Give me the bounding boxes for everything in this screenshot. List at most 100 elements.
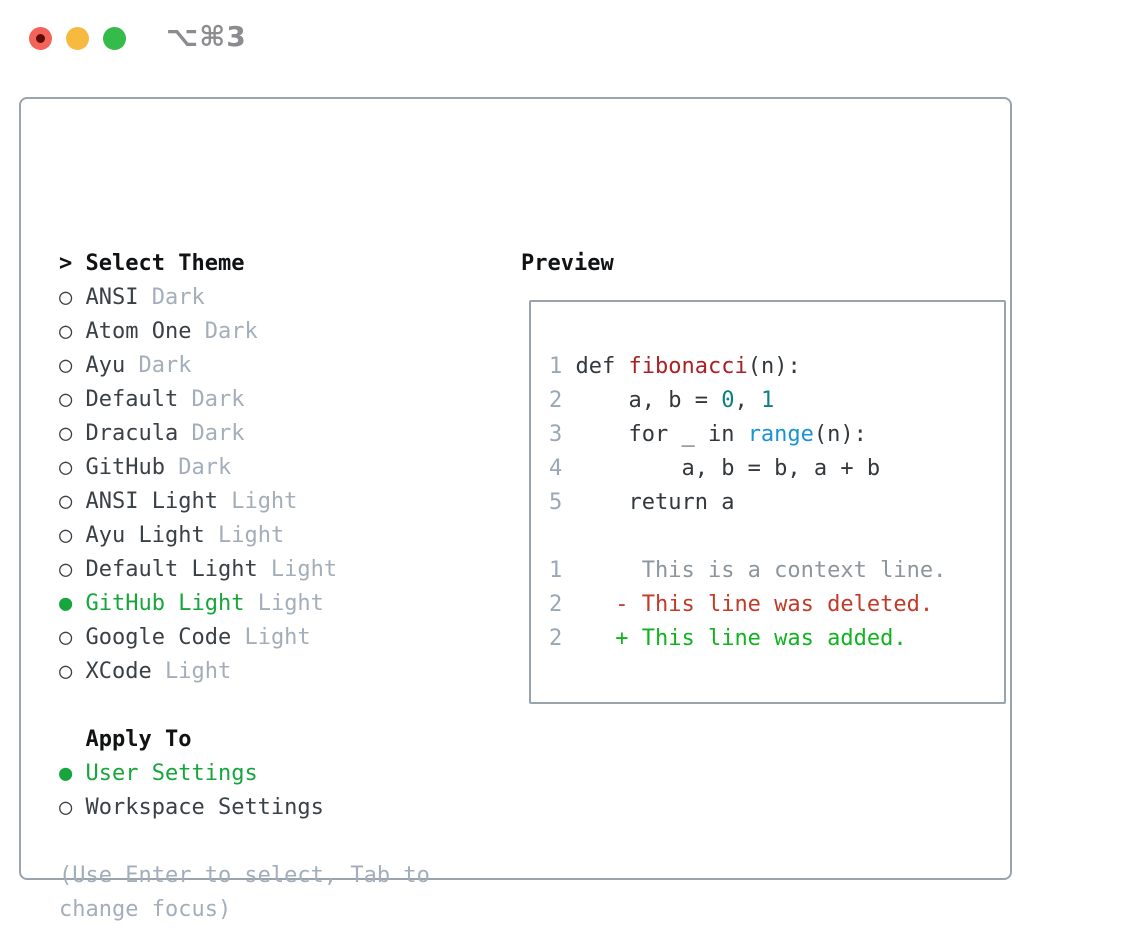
code-token-fg: a, b = b, a + b [575, 456, 881, 481]
line-number: 2 [549, 626, 576, 651]
apply-option-label: User Settings [85, 761, 258, 786]
line-number: 1 [549, 558, 576, 583]
theme-list: > Select Theme○ ANSI Dark○ Atom One Dark… [59, 247, 430, 927]
prompt-icon: > [59, 251, 86, 276]
line-number: 2 [549, 388, 576, 413]
theme-variant: Dark [138, 285, 205, 310]
radio-off-icon: ○ [59, 523, 86, 548]
radio-off-icon: ○ [59, 625, 86, 650]
radio-off-icon: ○ [59, 489, 86, 514]
code-token-builtin: range [747, 422, 814, 447]
preview-heading: Preview [521, 251, 614, 276]
theme-name: Dracula [85, 421, 179, 446]
code-token-fg: , [734, 388, 761, 413]
radio-off-icon: ○ [59, 421, 86, 446]
radio-off-icon: ○ [59, 557, 86, 582]
code-token-func: fibonacci [628, 354, 748, 379]
line-number: 2 [549, 592, 576, 617]
code-line: 1 This is a context line. [549, 554, 1004, 588]
theme-name: Ayu Light [85, 523, 205, 548]
apply-to-title: Apply To [85, 727, 192, 752]
theme-option-dracula-dark[interactable]: ○ Dracula Dark [59, 417, 430, 451]
line-number: 5 [549, 490, 576, 515]
theme-name: GitHub Light [85, 591, 245, 616]
help-text-line: (Use Enter to select, Tab to [59, 863, 430, 888]
line-number: 1 [549, 354, 576, 379]
minimize-button[interactable] [66, 27, 89, 50]
theme-variant: Light [244, 591, 324, 616]
radio-off-icon: ○ [59, 319, 86, 344]
theme-option-default-dark[interactable]: ○ Default Dark [59, 383, 430, 417]
window-title: ⌥⌘3 [166, 20, 247, 53]
theme-option-github-light-light[interactable]: ● GitHub Light Light [59, 587, 430, 621]
theme-name: ANSI [85, 285, 139, 310]
theme-option-github-dark[interactable]: ○ GitHub Dark [59, 451, 430, 485]
theme-option-ansi-dark[interactable]: ○ ANSI Dark [59, 281, 430, 315]
code-token-fg: for _ in [575, 422, 748, 447]
code-token-add: + This line was added. [575, 626, 907, 651]
radio-off-icon: ○ [59, 659, 86, 684]
close-button[interactable] [29, 27, 52, 50]
theme-option-xcode-light[interactable]: ○ XCode Light [59, 655, 430, 689]
theme-option-atom-one-dark[interactable]: ○ Atom One Dark [59, 315, 430, 349]
code-line: 1 def fibonacci(n): [549, 350, 1004, 384]
theme-option-google-code-light[interactable]: ○ Google Code Light [59, 621, 430, 655]
spacer-row [59, 825, 430, 859]
theme-name: Ayu [85, 353, 126, 378]
code-token-ctx: This is a context line. [575, 558, 947, 583]
theme-name: Atom One [85, 319, 192, 344]
radio-off-icon: ○ [59, 353, 86, 378]
code-line: 2 - This line was deleted. [549, 588, 1004, 622]
theme-name: Google Code [85, 625, 232, 650]
line-number: 4 [549, 456, 576, 481]
code-blank-line [549, 520, 1004, 554]
code-line: 2 + This line was added. [549, 622, 1004, 656]
line-number: 3 [549, 422, 576, 447]
radio-off-icon: ○ [59, 285, 86, 310]
radio-off-icon: ○ [59, 455, 86, 480]
theme-option-ayu-dark[interactable]: ○ Ayu Dark [59, 349, 430, 383]
theme-name: Default Light [85, 557, 258, 582]
code-token-num: 1 [760, 388, 775, 413]
theme-name: Default [85, 387, 179, 412]
theme-option-ansi-light-light[interactable]: ○ ANSI Light Light [59, 485, 430, 519]
theme-name: GitHub [85, 455, 165, 480]
radio-off-icon: ○ [59, 387, 86, 412]
spacer-row [59, 689, 430, 723]
code-token-fg: return a [575, 490, 735, 515]
radio-on-icon: ● [59, 591, 86, 616]
theme-option-default-light-light[interactable]: ○ Default Light Light [59, 553, 430, 587]
code-token-fg: (n): [747, 354, 801, 379]
zoom-button[interactable] [103, 27, 126, 50]
code-token-num: 0 [721, 388, 735, 413]
code-line: 3 for _ in range(n): [549, 418, 1004, 452]
theme-variant: Dark [178, 421, 245, 446]
help-text: (Use Enter to select, Tab to [59, 859, 430, 893]
apply-option-label: Workspace Settings [85, 795, 324, 820]
theme-option-ayu-light-light[interactable]: ○ Ayu Light Light [59, 519, 430, 553]
close-button-dot [36, 34, 45, 43]
apply-option-workspace-settings[interactable]: ○ Workspace Settings [59, 791, 430, 825]
titlebar: ⌥⌘3 [0, 0, 1140, 76]
help-text: change focus) [59, 893, 430, 927]
theme-variant: Dark [125, 353, 192, 378]
theme-name: ANSI Light [85, 489, 218, 514]
code-token-fg: def [575, 354, 629, 379]
theme-picker-panel: > Select Theme○ ANSI Dark○ Atom One Dark… [19, 97, 1012, 922]
code-line: 4 a, b = b, a + b [549, 452, 1004, 486]
code-line: 5 return a [549, 486, 1004, 520]
theme-variant: Dark [191, 319, 258, 344]
theme-variant: Light [257, 557, 338, 582]
apply-option-user-settings[interactable]: ● User Settings [59, 757, 430, 791]
theme-list-header: > Select Theme [59, 247, 430, 281]
theme-variant: Light [231, 625, 311, 650]
help-text-line: change focus) [59, 897, 232, 922]
radio-off-icon: ○ [59, 795, 86, 820]
code-token-fg: (n): [813, 422, 867, 447]
theme-variant: Dark [178, 387, 245, 412]
theme-variant: Light [151, 659, 232, 684]
theme-variant: Dark [164, 455, 232, 480]
theme-variant: Light [204, 523, 285, 548]
